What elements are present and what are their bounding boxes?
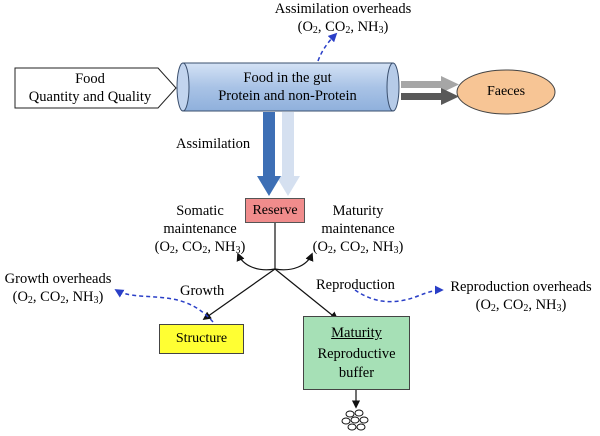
gas-nh-text: , NH	[528, 297, 557, 314]
food-title: Food	[75, 70, 105, 87]
assimilation-label: Assimilation	[176, 136, 251, 152]
gas-close-text: )	[383, 19, 389, 36]
reproduction-overheads-title: Reproduction overheads	[450, 279, 592, 295]
faeces-node: Faeces	[457, 70, 555, 114]
gas-sub-o2: 2	[169, 245, 175, 257]
reproduction-overheads-label: Reproduction overheads (O2, CO2, NH3)	[444, 278, 598, 314]
gas-sub-co2: 2	[523, 303, 529, 315]
gas-close-text: )	[240, 239, 246, 256]
gas-co-text: , CO	[317, 19, 346, 36]
reserve-node: Reserve	[245, 198, 305, 223]
gas-sub-nh3: 3	[235, 245, 241, 257]
somatic-maintenance-line1: Somatic	[176, 203, 224, 219]
somatic-maintenance-label: Somatic maintenance (O2, CO2, NH3)	[145, 202, 255, 256]
gas-open-text: (O	[154, 239, 170, 256]
maturity-node: Maturity Reproductive buffer	[303, 316, 410, 390]
gas-co-text: , CO	[495, 297, 524, 314]
somatic-maintenance-line2: maintenance	[163, 221, 237, 238]
food-input-shape	[14, 67, 177, 109]
growth-overheads-gases: (O2, CO2, NH3)	[0, 288, 116, 306]
gut-title: Food in the gut	[243, 69, 332, 86]
maturity-maintenance-gases: (O2, CO2, NH3)	[303, 238, 413, 256]
gas-close-text: )	[98, 289, 104, 306]
maturity-maintenance-line2: maintenance	[321, 221, 395, 238]
gas-sub-co2: 2	[345, 25, 351, 37]
reserve-label: Reserve	[252, 202, 298, 218]
gut-node: Food in the gut Protein and non-Protein	[185, 63, 390, 111]
assimilation-overheads-gases: (O2, CO2, NH3)	[268, 18, 418, 36]
gas-nh-text: , NH	[65, 289, 94, 306]
gas-sub-co2: 2	[60, 295, 66, 307]
growth-label: Growth	[180, 283, 225, 299]
reserve-branch-lines	[202, 223, 339, 321]
growth-overheads-title: Growth overheads	[4, 271, 112, 287]
gas-nh-text: , NH	[207, 239, 236, 256]
reproduction-label: Reproduction	[316, 277, 395, 293]
gas-sub-nh3: 3	[378, 25, 384, 37]
gas-sub-o2: 2	[490, 303, 496, 315]
reproduction-overheads-gases: (O2, CO2, NH3)	[444, 296, 598, 314]
reproduction-overheads-arrow	[354, 285, 444, 303]
growth-overheads-arrow	[114, 289, 214, 323]
maturity-line2: Reproductive	[317, 346, 396, 363]
gas-nh-text: , NH	[365, 239, 394, 256]
gas-sub-nh3: 3	[556, 303, 562, 315]
maturity-line3: buffer	[338, 364, 375, 381]
food-subtitle: Quantity and Quality	[28, 89, 152, 105]
growth-overheads-label: Growth overheads (O2, CO2, NH3)	[0, 270, 116, 306]
gas-co-text: , CO	[32, 289, 61, 306]
gas-sub-nh3: 3	[93, 295, 99, 307]
assimilation-overheads-title: Assimilation overheads	[274, 1, 412, 17]
gas-sub-nh3: 3	[393, 245, 399, 257]
gas-sub-o2: 2	[312, 25, 318, 37]
maturity-maintenance-line1: Maturity	[332, 203, 384, 219]
gas-close-text: )	[561, 297, 567, 314]
maturity-maintenance-label: Maturity maintenance (O2, CO2, NH3)	[303, 202, 413, 256]
structure-node: Structure	[159, 324, 244, 354]
gas-sub-o2: 2	[27, 295, 33, 307]
gut-cylinder	[176, 62, 400, 112]
egg-cluster-icon	[341, 409, 369, 431]
gas-co-text: , CO	[174, 239, 203, 256]
assimilation-arrow	[257, 112, 300, 196]
gas-nh-text: , NH	[350, 19, 379, 36]
assimilation-overheads-arrow	[317, 32, 338, 62]
assimilation-overheads-label: Assimilation overheads (O2, CO2, NH3)	[268, 0, 418, 36]
maturity-title: Maturity	[331, 325, 382, 342]
faeces-arrows	[401, 76, 459, 105]
gas-sub-o2: 2	[327, 245, 333, 257]
gas-open-text: (O	[475, 297, 491, 314]
somatic-maintenance-gases: (O2, CO2, NH3)	[145, 238, 255, 256]
gas-open-text: (O	[12, 289, 28, 306]
gas-open-text: (O	[312, 239, 328, 256]
gas-sub-co2: 2	[360, 245, 366, 257]
faeces-node-shape	[456, 69, 556, 115]
structure-label: Structure	[175, 331, 228, 347]
gut-subtitle: Protein and non-Protein	[218, 88, 357, 104]
food-node: Food Quantity and Quality	[15, 68, 165, 108]
gas-open-text: (O	[297, 19, 313, 36]
faeces-label: Faeces	[486, 84, 526, 100]
gas-close-text: )	[398, 239, 404, 256]
gas-sub-co2: 2	[202, 245, 208, 257]
gas-co-text: , CO	[332, 239, 361, 256]
